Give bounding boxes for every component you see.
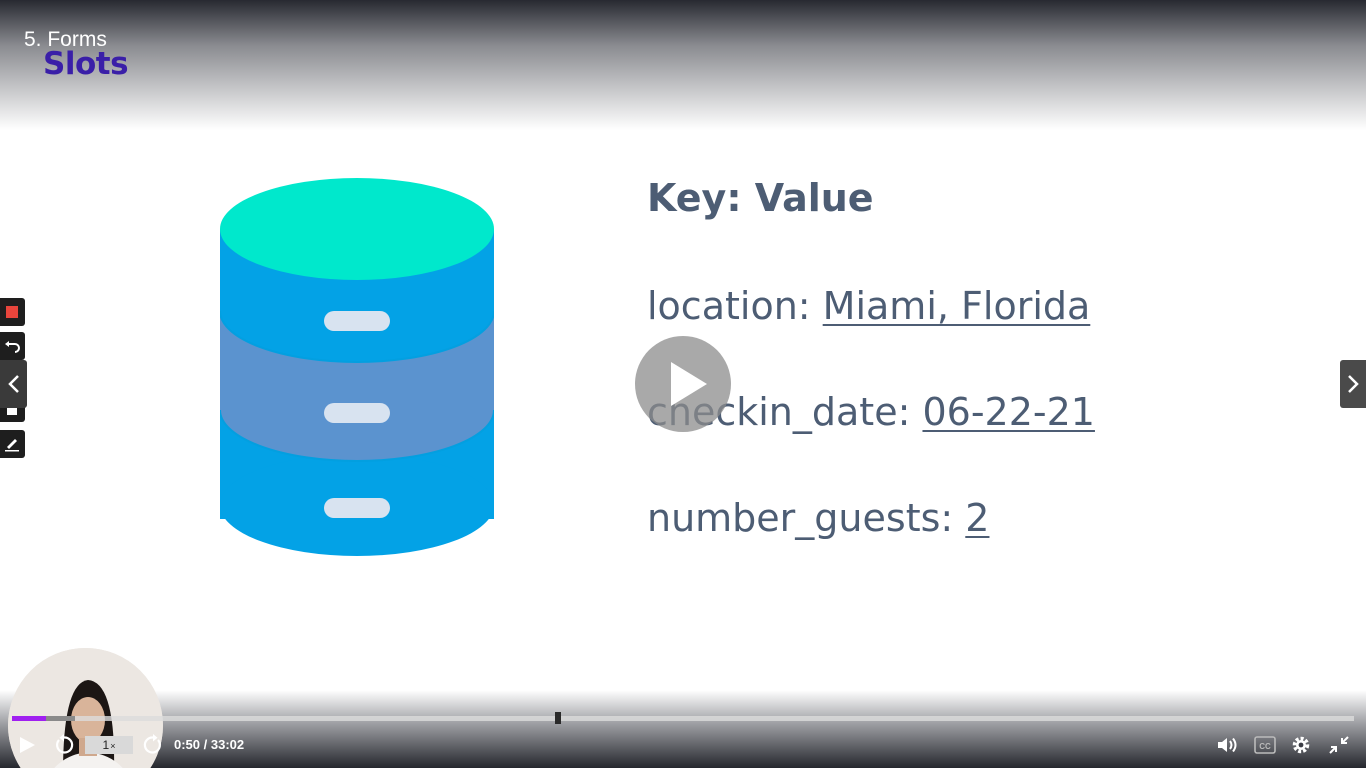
slot-row-location: location: Miami, Florida <box>647 284 1090 328</box>
bottom-overlay <box>0 690 1366 768</box>
playback-speed-button[interactable]: 1× <box>85 736 133 754</box>
slot-value: Miami, Florida <box>822 284 1091 328</box>
pen-button[interactable] <box>0 430 25 458</box>
forward-icon <box>143 734 161 754</box>
exit-fullscreen-icon <box>1329 736 1349 754</box>
progress-bar[interactable] <box>12 716 1354 721</box>
previous-lecture-button[interactable] <box>0 360 27 408</box>
annotation-toolbar <box>0 298 25 458</box>
undo-icon <box>5 341 20 353</box>
chevron-left-icon <box>8 375 19 393</box>
speed-value: 1 <box>102 738 110 752</box>
top-overlay <box>0 0 1366 130</box>
volume-icon <box>1218 737 1237 753</box>
speed-suffix: × <box>110 741 116 751</box>
slot-key: location: <box>647 284 823 328</box>
db-slot <box>324 311 390 331</box>
time-current: 0:50 <box>174 737 201 752</box>
rewind-icon <box>56 734 74 754</box>
time-separator: / <box>200 737 211 752</box>
slide-heading: Key: Value <box>647 176 874 220</box>
slot-key: number_guests: <box>647 496 966 540</box>
lecture-title: 5. Forms <box>24 28 107 51</box>
time-total: 33:02 <box>210 737 245 752</box>
exit-fullscreen-button[interactable] <box>1327 734 1351 756</box>
db-slot <box>324 403 390 423</box>
captions-button[interactable]: CC <box>1254 736 1276 754</box>
chevron-right-icon <box>1348 375 1359 393</box>
play-icon <box>20 737 35 753</box>
slot-value: 06-22-21 <box>922 390 1095 434</box>
forward-button[interactable] <box>142 734 164 756</box>
time-readout: 0:50 / 33:02 <box>174 737 244 752</box>
slide-subtitle: Slots <box>43 46 129 82</box>
volume-button[interactable] <box>1216 735 1240 755</box>
undo-button[interactable] <box>0 332 25 360</box>
settings-button[interactable] <box>1290 734 1312 756</box>
db-slot <box>324 498 390 518</box>
progress-played <box>12 716 46 721</box>
svg-text:CC: CC <box>1259 742 1271 751</box>
stop-icon <box>6 306 18 318</box>
gear-icon <box>1292 736 1310 754</box>
rewind-button[interactable] <box>53 734 75 756</box>
stop-annotation-button[interactable] <box>0 298 25 326</box>
slot-row-number-guests: number_guests: 2 <box>647 496 989 540</box>
big-play-button[interactable] <box>635 336 731 432</box>
database-illustration <box>220 178 494 556</box>
next-lecture-button[interactable] <box>1340 360 1366 408</box>
slot-value: 2 <box>965 496 990 540</box>
play-button[interactable] <box>15 734 39 756</box>
play-icon <box>671 362 707 406</box>
progress-chapter-marker <box>555 712 561 724</box>
pen-icon <box>5 439 19 452</box>
captions-icon: CC <box>1254 736 1276 754</box>
